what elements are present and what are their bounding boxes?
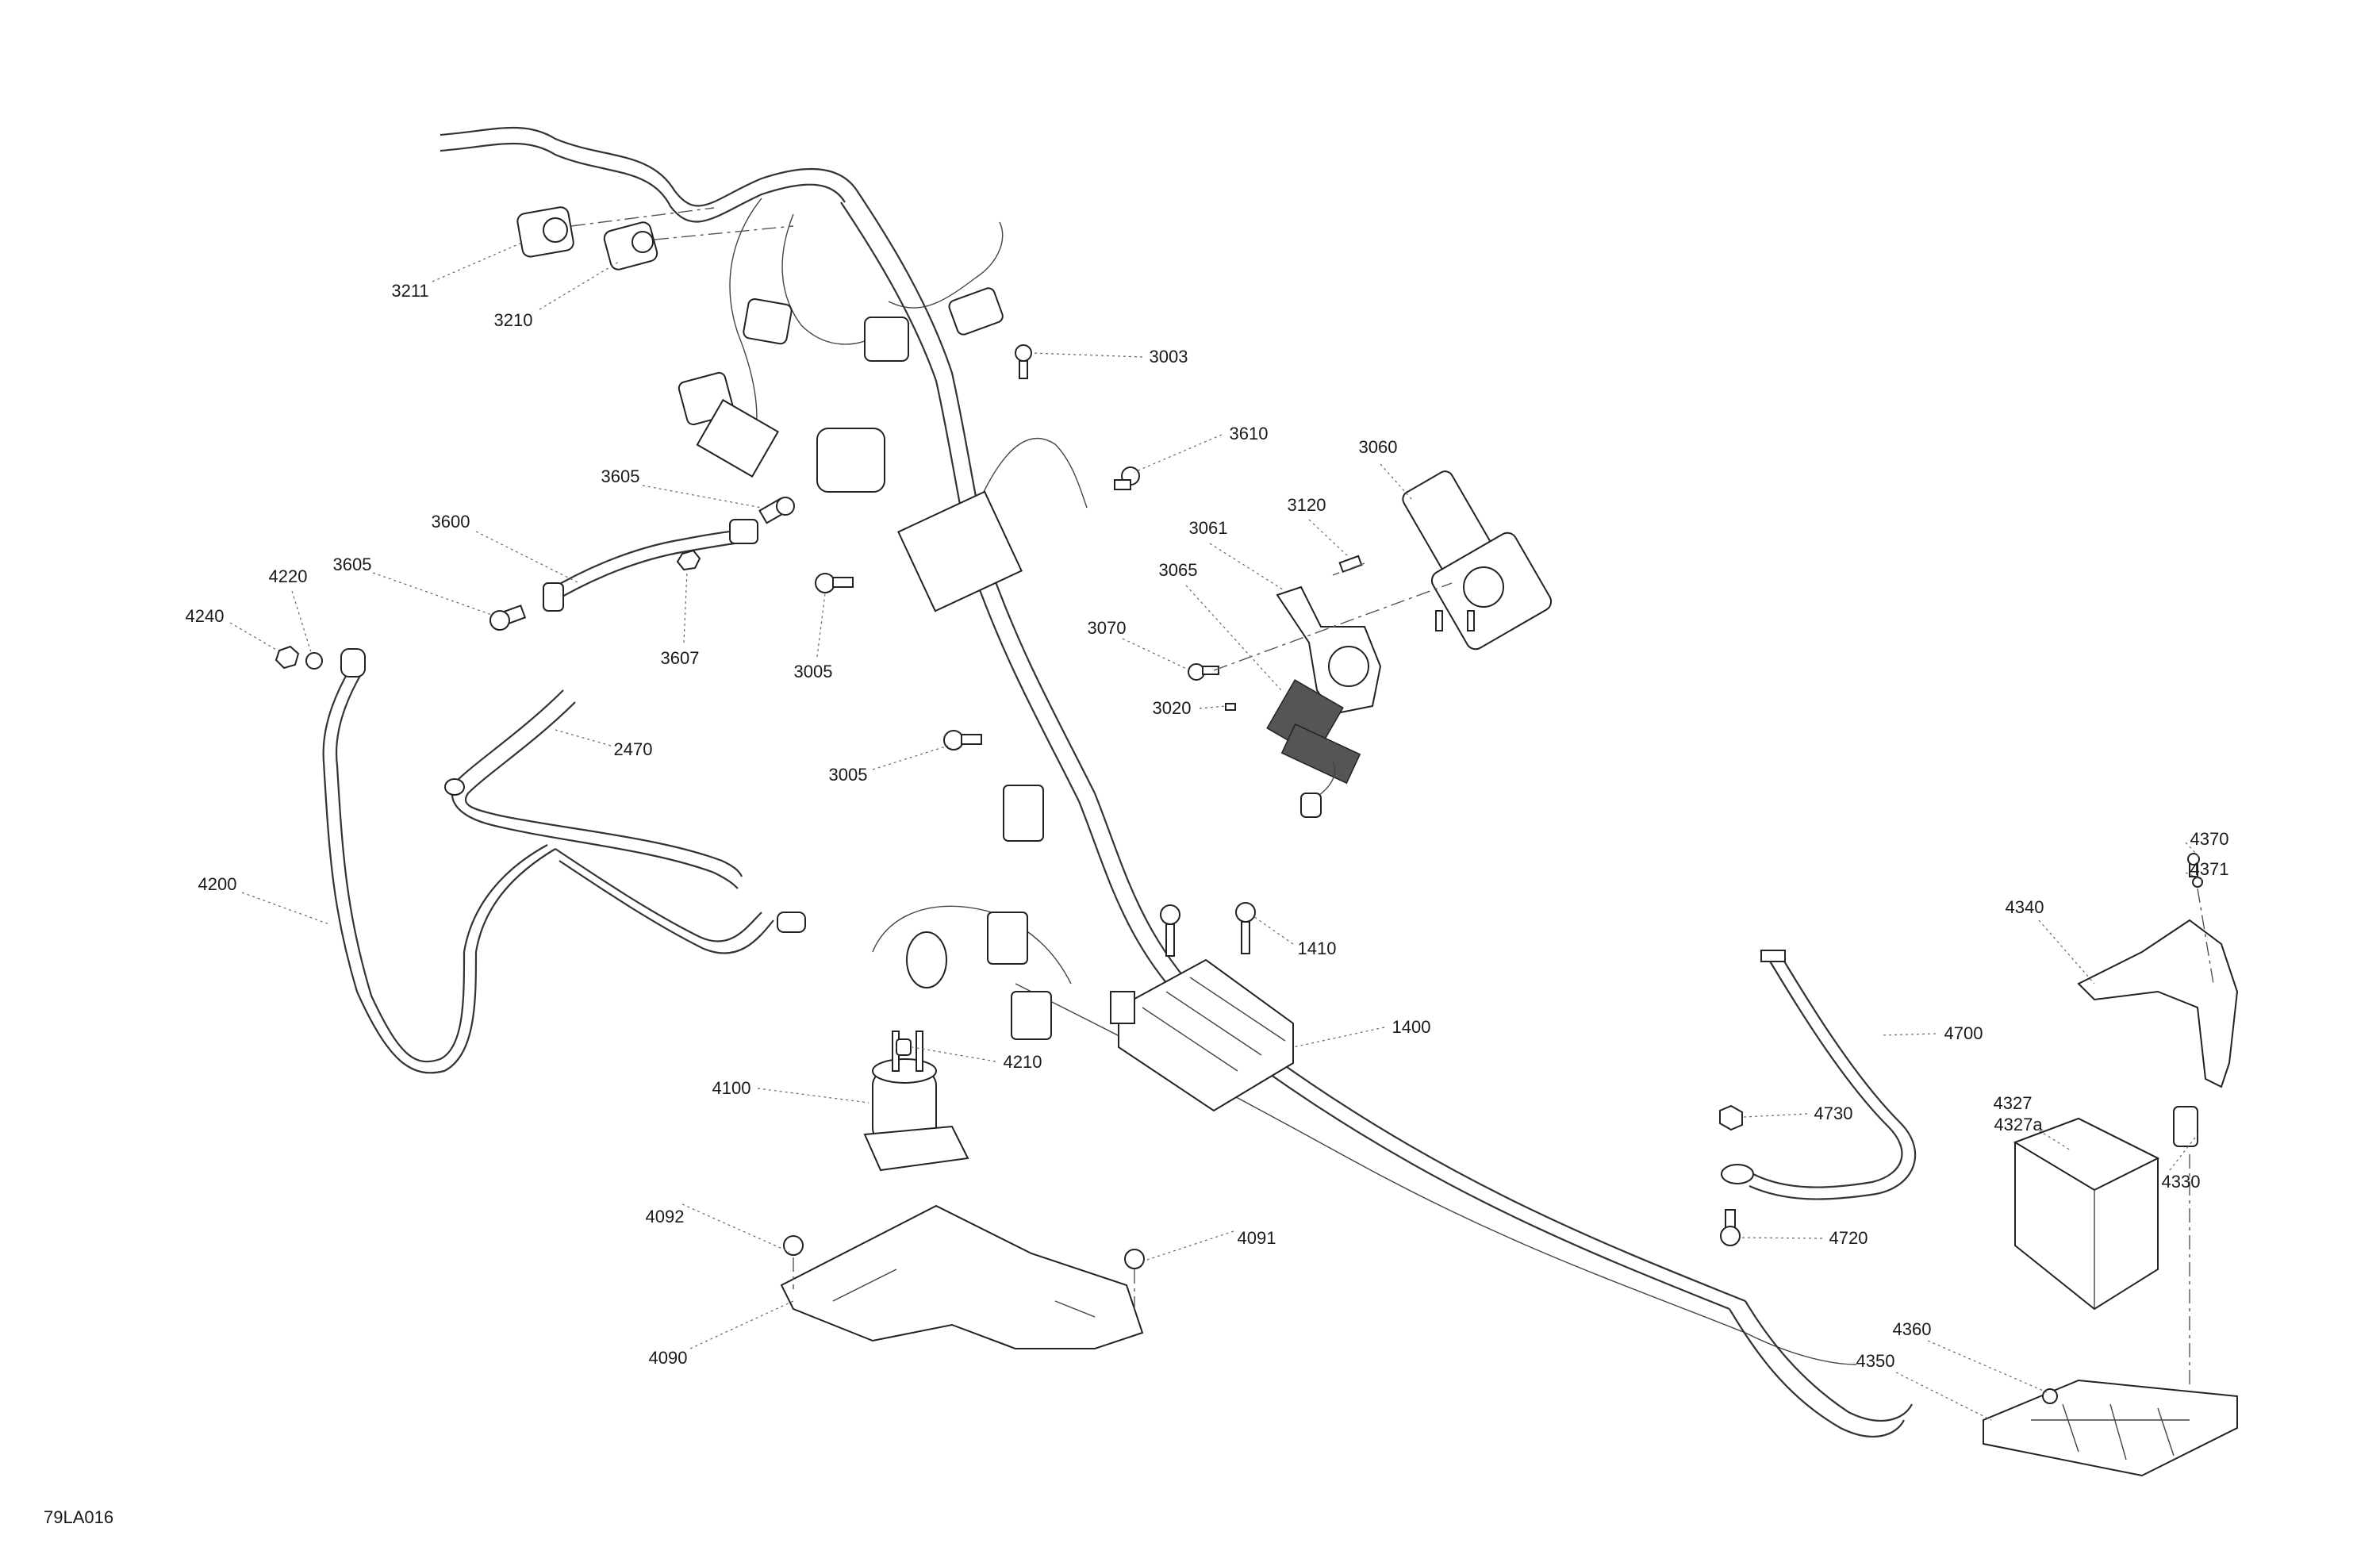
callout-4370[interactable]: 4370 — [2190, 829, 2229, 849]
callout-4340[interactable]: 4340 — [2005, 897, 2044, 917]
terminal-cover-4330[interactable] — [2173, 1106, 2198, 1147]
nut-4240[interactable] — [274, 645, 300, 670]
fuse-block-3065[interactable] — [1266, 679, 1361, 818]
callout-3607[interactable]: 3607 — [660, 648, 700, 668]
rivet-4360[interactable] — [2042, 1388, 2058, 1404]
ground-cable-4700[interactable] — [1721, 950, 1917, 1200]
callout-3060[interactable]: 3060 — [1358, 437, 1398, 457]
nut-4210[interactable] — [896, 1038, 912, 1056]
callout-4730[interactable]: 4730 — [1814, 1104, 1853, 1123]
washer-4220[interactable] — [305, 652, 323, 670]
support-4090[interactable] — [780, 1204, 1144, 1349]
screw-3120[interactable] — [1338, 555, 1363, 574]
callout-3210[interactable]: 3210 — [493, 310, 533, 330]
screw-4370[interactable] — [2187, 853, 2200, 877]
ground-cable-3600[interactable] — [543, 519, 758, 612]
rivet-4092[interactable] — [783, 1235, 804, 1256]
callout-4350[interactable]: 4350 — [1856, 1351, 1895, 1371]
callout-4720[interactable]: 4720 — [1829, 1228, 1868, 1248]
bracket-3061[interactable] — [1276, 585, 1382, 716]
callout-1400[interactable]: 1400 — [1392, 1017, 1431, 1037]
callout-4700[interactable]: 4700 — [1944, 1023, 1983, 1043]
voltage-regulator-1400[interactable] — [1110, 958, 1294, 1112]
callout-4330[interactable]: 4330 — [2161, 1172, 2201, 1192]
callout-3061[interactable]: 3061 — [1188, 518, 1228, 538]
callout-1410[interactable]: 1410 — [1297, 938, 1337, 958]
callout-4327a[interactable]: 4327a — [1994, 1115, 2043, 1134]
callout-3070[interactable]: 3070 — [1087, 618, 1127, 638]
callout-4091[interactable]: 4091 — [1237, 1228, 1276, 1248]
actuator-3060[interactable] — [1400, 469, 1555, 653]
callout-2470[interactable]: 2470 — [613, 739, 653, 759]
screw-1410-b[interactable] — [1235, 902, 1256, 954]
screw-3070[interactable] — [1188, 663, 1219, 681]
callout-3610[interactable]: 3610 — [1229, 424, 1269, 443]
starter-solenoid-4100[interactable] — [863, 1031, 969, 1172]
callout-4327[interactable]: 4327 — [1993, 1093, 2033, 1113]
leader-lines — [229, 241, 2205, 1421]
screw-3005-a[interactable] — [815, 573, 854, 593]
callout-4371[interactable]: 4371 — [2190, 859, 2229, 879]
callout-4100[interactable]: 4100 — [712, 1078, 751, 1098]
nut-3607[interactable] — [676, 549, 701, 571]
callout-3005-b[interactable]: 3005 — [828, 765, 868, 785]
callout-3605-top[interactable]: 3605 — [601, 466, 640, 486]
battery-4327[interactable] — [2013, 1117, 2160, 1311]
callout-4360[interactable]: 4360 — [1892, 1319, 1932, 1339]
callout-4210[interactable]: 4210 — [1003, 1052, 1042, 1072]
rivet-4091[interactable] — [1124, 1249, 1145, 1269]
callout-3600[interactable]: 3600 — [431, 512, 470, 532]
battery-cable-4200[interactable] — [322, 648, 806, 1074]
callout-4240[interactable]: 4240 — [185, 606, 225, 626]
screw-3020[interactable] — [1225, 703, 1236, 711]
callout-4200[interactable]: 4200 — [198, 874, 237, 894]
screw-1410-a[interactable] — [1160, 904, 1180, 957]
screw-3610[interactable] — [1114, 466, 1140, 490]
main-wiring-harness[interactable] — [440, 126, 1913, 1437]
callout-3003[interactable]: 3003 — [1149, 347, 1188, 367]
screw-3005-b[interactable] — [943, 730, 982, 750]
callout-3605-left[interactable]: 3605 — [332, 555, 372, 574]
callout-3020[interactable]: 3020 — [1152, 698, 1192, 718]
callout-4090[interactable]: 4090 — [648, 1348, 688, 1368]
screw-3003[interactable] — [1015, 344, 1032, 379]
battery-bracket-4340[interactable] — [2077, 919, 2239, 1088]
hose-2470[interactable] — [444, 689, 743, 889]
callout-3120[interactable]: 3120 — [1287, 495, 1326, 515]
screw-3605-left[interactable] — [489, 605, 527, 631]
callout-3065[interactable]: 3065 — [1158, 560, 1198, 580]
connector-3210[interactable] — [603, 221, 659, 271]
screw-3605-top[interactable] — [758, 497, 795, 524]
callout-3005-a[interactable]: 3005 — [793, 662, 833, 681]
connector-3211[interactable] — [516, 206, 575, 258]
callout-4220[interactable]: 4220 — [268, 566, 308, 586]
screw-4720[interactable] — [1720, 1209, 1741, 1246]
nut-4730[interactable] — [1719, 1104, 1743, 1131]
battery-tray-4350[interactable] — [1983, 1379, 2238, 1477]
callout-3211[interactable]: 3211 — [391, 281, 429, 301]
figure-code: 79LA016 — [44, 1507, 114, 1527]
callout-4092[interactable]: 4092 — [645, 1207, 685, 1226]
